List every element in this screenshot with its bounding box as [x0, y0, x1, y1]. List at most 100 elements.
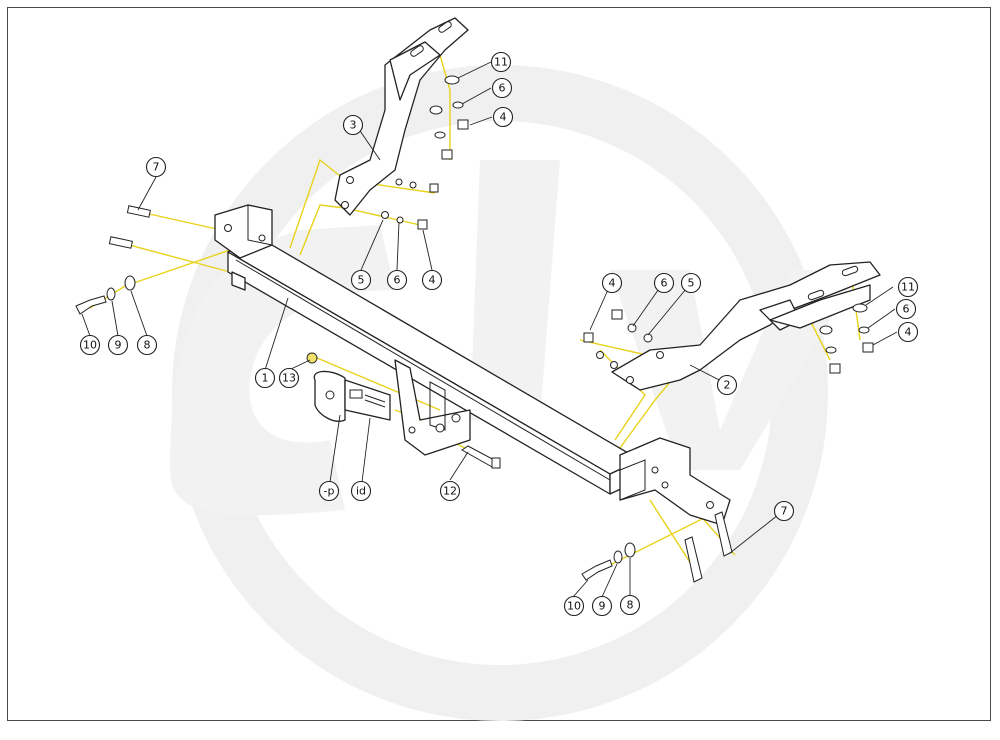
callout-4-right: 4	[601, 272, 623, 294]
callout-12: 12	[439, 480, 461, 502]
callout-4-far-right: 4	[897, 321, 919, 343]
callout-3: 3	[342, 114, 364, 136]
svg-text:5: 5	[358, 274, 365, 287]
svg-text:13: 13	[282, 372, 296, 385]
callout-9-right: 9	[591, 595, 613, 617]
nut-part-4-right	[583, 332, 594, 343]
callout-13: 13	[278, 367, 300, 389]
svg-text:9: 9	[115, 339, 122, 352]
callout-p: -p	[318, 480, 340, 502]
callout-11-top: 11	[490, 51, 512, 73]
nut-right-b	[829, 363, 841, 374]
callout-7-left: 7	[145, 156, 167, 178]
bolt-part-7-left-2	[108, 236, 133, 249]
nut-part-4-lower	[417, 219, 428, 230]
nut-part-4-right-2	[611, 309, 623, 320]
svg-text:8: 8	[627, 599, 634, 612]
washer-part-8-right	[624, 542, 636, 558]
washer-right-c	[825, 346, 837, 354]
callout-8-right: 8	[619, 594, 641, 616]
watermark-mark	[170, 225, 395, 516]
left-side-bracket-part-3	[334, 17, 469, 216]
washer-part-5-right	[610, 361, 618, 369]
svg-text:4: 4	[500, 111, 507, 124]
washer-part-6-right	[596, 351, 604, 359]
bolt-part-10-right	[581, 559, 613, 581]
nut-part-4-top	[457, 119, 469, 130]
svg-text:2: 2	[724, 379, 731, 392]
bolt-part-7-right-2	[684, 536, 703, 583]
svg-text:-p: -p	[324, 485, 335, 498]
callout-6-far-right: 6	[895, 298, 917, 320]
washer-part-6-upper	[409, 181, 417, 189]
washer-part-5-upper	[395, 178, 403, 186]
washer-part-5-right-2	[643, 333, 653, 343]
svg-text:4: 4	[609, 277, 616, 290]
nut-part-4-far-right	[862, 342, 874, 353]
watermark-mark-2	[470, 160, 560, 420]
svg-text:12: 12	[443, 485, 457, 498]
svg-text:6: 6	[903, 303, 910, 316]
nut-part-4-upper	[429, 183, 439, 193]
svg-text:4: 4	[429, 274, 436, 287]
socket-plate-assembly	[306, 352, 391, 422]
svg-text:10: 10	[567, 600, 581, 613]
callout-8-left: 8	[136, 334, 158, 356]
svg-text:11: 11	[494, 56, 508, 69]
washer-right-b	[819, 325, 833, 335]
washer-top-2	[429, 105, 443, 115]
bolt-part-7-right	[714, 511, 733, 557]
nut-top-2	[441, 149, 453, 160]
washer-top-3	[434, 131, 446, 139]
callout-4-upper-left: 4	[421, 269, 443, 291]
callout-11-right: 11	[897, 276, 919, 298]
washer-part-11-top	[444, 75, 460, 85]
svg-text:9: 9	[599, 600, 606, 613]
callout-7-right: 7	[773, 500, 795, 522]
svg-text:7: 7	[781, 505, 788, 518]
callout-9-left: 9	[107, 334, 129, 356]
callout-10-right: 10	[563, 595, 585, 617]
washer-part-6-right-2	[627, 323, 637, 333]
svg-text:6: 6	[499, 82, 506, 95]
svg-text:11: 11	[901, 281, 915, 294]
washer-part-6-top	[452, 101, 464, 109]
callout-10-left: 10	[79, 334, 101, 356]
bolt-part-7-left	[126, 205, 151, 218]
right-side-bracket-part-2	[611, 261, 881, 391]
svg-text:4: 4	[905, 326, 912, 339]
washer-part-9-left	[106, 287, 116, 301]
callout-6-left: 6	[386, 269, 408, 291]
washer-part-5-lower	[381, 211, 389, 219]
svg-text:7: 7	[153, 161, 160, 174]
hardware-fasteners	[75, 75, 874, 583]
leader-lines	[81, 61, 898, 598]
washer-part-9-right	[613, 550, 623, 564]
callout-6-right: 6	[653, 272, 675, 294]
bolt-part-10-left	[75, 295, 107, 315]
washer-part-11-right	[852, 303, 868, 313]
svg-text:1: 1	[262, 372, 269, 385]
svg-text:id: id	[356, 485, 366, 498]
washer-part-8-left	[124, 275, 136, 291]
svg-text:5: 5	[688, 277, 695, 290]
callout-2: 2	[716, 374, 738, 396]
callout-5-left: 5	[350, 269, 372, 291]
svg-text:3: 3	[350, 119, 357, 132]
nut-part-13	[306, 352, 318, 364]
svg-text:8: 8	[144, 339, 151, 352]
washer-part-6-far-right	[858, 326, 870, 334]
svg-text:6: 6	[394, 274, 401, 287]
callout-id: id	[350, 480, 372, 502]
callout-6-top: 6	[491, 77, 513, 99]
svg-text:10: 10	[83, 339, 97, 352]
callout-5-right: 5	[680, 272, 702, 294]
svg-text:6: 6	[661, 277, 668, 290]
washer-part-6-lower	[396, 216, 404, 224]
main-crossbar-part-1	[214, 204, 731, 526]
callout-4-top: 4	[492, 106, 514, 128]
bolt-part-12-head	[491, 457, 501, 469]
callouts: 1 2 3 4 4 4 4 5 5 6 6 6 6 7 7 8 8 9 9 10…	[79, 51, 919, 617]
